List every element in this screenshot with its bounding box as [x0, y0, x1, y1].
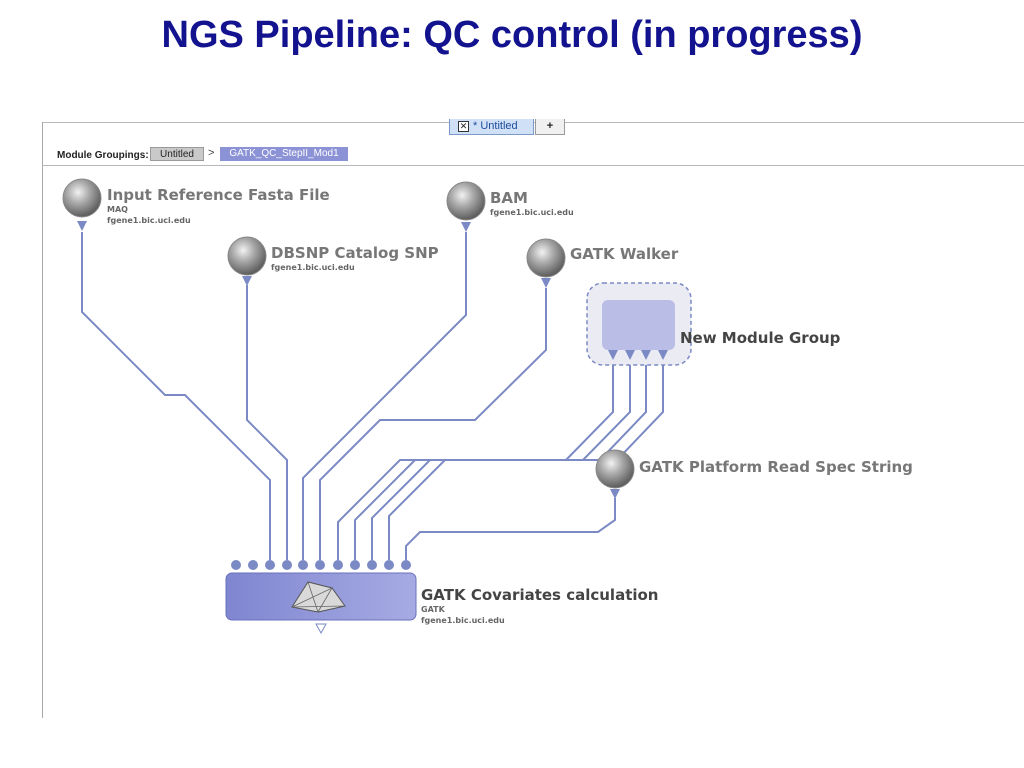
breadcrumb-current-group[interactable]: GATK_QC_StepII_Mod1 [220, 147, 348, 161]
module-name: BAM [490, 189, 528, 207]
wire-walker [319, 288, 547, 560]
module-package: MAQ [107, 205, 128, 214]
module-name: GATK Walker [570, 245, 679, 263]
module-server: fgene1.bic.uci.edu [271, 263, 355, 272]
module-groupings-label: Module Groupings: [57, 150, 149, 161]
node-dbsnp [227, 236, 267, 286]
module-server: fgene1.bic.uci.edu [421, 616, 505, 625]
module-server: fgene1.bic.uci.edu [490, 208, 574, 217]
breadcrumb-untitled[interactable]: Untitled [150, 147, 204, 161]
module-name: GATK Platform Read Spec String [639, 458, 913, 476]
module-group-node[interactable] [586, 282, 692, 366]
source-nodes[interactable] [62, 178, 635, 499]
input-ports [231, 560, 411, 570]
label-fasta: Input Reference Fasta File MAQ fgene1.bi… [107, 186, 330, 226]
wire-dbsnp [246, 285, 288, 560]
groupings-bar-divider [42, 165, 1024, 166]
label-platform: GATK Platform Read Spec String [639, 458, 913, 476]
wire-platform [405, 498, 616, 560]
wire-fasta [81, 232, 271, 560]
close-icon[interactable]: ✕ [458, 121, 469, 132]
tab-untitled[interactable]: ✕ * Untitled [449, 119, 534, 135]
output-port-icon [315, 623, 327, 635]
connection-wires [81, 232, 664, 560]
slide-title: NGS Pipeline: QC control (in progress) [161, 14, 863, 56]
module-name: GATK Covariates calculation [421, 586, 659, 604]
window-left-border [42, 122, 43, 718]
module-covariates[interactable] [225, 560, 417, 635]
breadcrumb-separator: > [208, 147, 215, 159]
label-bam: BAM fgene1.bic.uci.edu [490, 189, 574, 218]
module-package: GATK [421, 605, 445, 614]
node-bam [446, 181, 486, 232]
node-fasta [62, 178, 102, 231]
module-server: fgene1.bic.uci.edu [107, 216, 191, 225]
gatk-logo-icon [291, 581, 346, 613]
node-platform [595, 449, 635, 499]
module-name: Input Reference Fasta File [107, 186, 330, 204]
wire-group-4 [388, 360, 664, 560]
module-name: DBSNP Catalog SNP [271, 244, 439, 262]
wire-bam-a [302, 232, 467, 560]
tab-label: * Untitled [473, 120, 518, 132]
label-dbsnp: DBSNP Catalog SNP fgene1.bic.uci.edu [271, 244, 439, 273]
module-name: New Module Group [680, 329, 841, 347]
add-tab-button[interactable]: + [535, 119, 565, 135]
label-covariates: GATK Covariates calculation GATK fgene1.… [421, 586, 659, 626]
label-group: New Module Group [680, 329, 840, 347]
node-walker [526, 238, 566, 288]
pipeline-window: ✕ * Untitled + Module Groupings: Untitle… [42, 119, 1024, 718]
label-walker: GATK Walker [570, 245, 678, 263]
